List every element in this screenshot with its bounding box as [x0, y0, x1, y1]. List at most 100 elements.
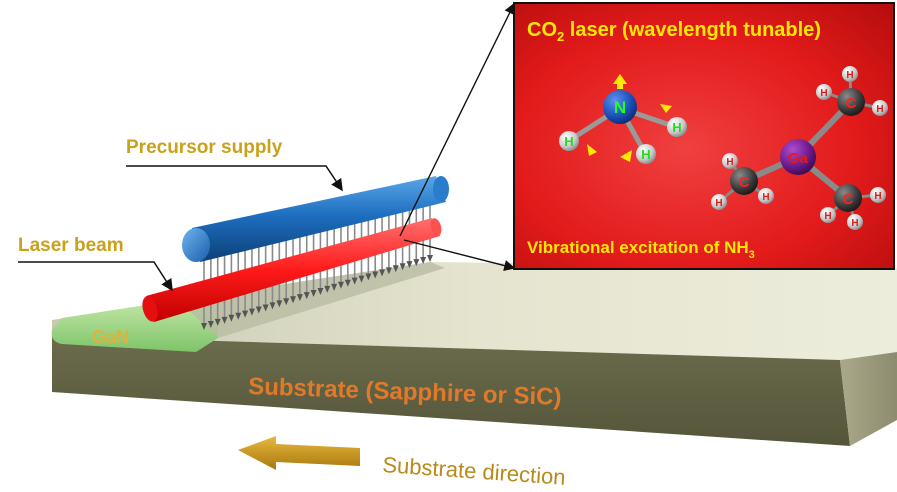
- flow-arrow-head: [331, 283, 338, 291]
- gallium-atom: [780, 139, 816, 175]
- hydrogen-atom: [758, 188, 774, 204]
- substrate-front: [52, 336, 850, 446]
- carbon-symbol: C: [843, 191, 854, 208]
- carbon-symbol: C: [739, 174, 750, 191]
- hydrogen-symbol: H: [715, 198, 722, 209]
- flow-arrow-head: [269, 302, 276, 310]
- flow-arrow-head: [385, 267, 392, 275]
- hydrogen-atom: [667, 117, 687, 137]
- hydrogen-symbol: H: [876, 104, 883, 115]
- hydrogen-symbol: H: [762, 192, 769, 203]
- hydrogen-atom: [872, 100, 888, 116]
- hydrogen-atom: [820, 207, 836, 223]
- flow-arrow-head: [358, 275, 365, 283]
- flow-arrow-head: [399, 263, 406, 271]
- laser-beam-label: Laser beam: [18, 235, 124, 256]
- hydrogen-symbol: H: [851, 218, 858, 229]
- hydrogen-atom: [847, 214, 863, 230]
- hydrogen-atom: [870, 187, 886, 203]
- flow-arrow-head: [392, 265, 399, 273]
- substrate-top: [52, 262, 897, 360]
- flow-arrow-head: [310, 290, 317, 298]
- substrate-side: [840, 352, 897, 446]
- pipe-end: [182, 228, 210, 262]
- hydrogen-atom: [711, 194, 727, 210]
- flow-arrow-head: [228, 314, 235, 322]
- flow-arrow-head: [283, 298, 290, 306]
- carbon-atom: [730, 167, 758, 195]
- carbon-symbol: C: [846, 95, 857, 112]
- flow-arrow-head: [317, 287, 324, 295]
- hydrogen-atom: [636, 144, 656, 164]
- laser-beam-rod: [146, 218, 440, 322]
- laser-leader: [18, 261, 173, 292]
- pipe-body: [192, 176, 446, 262]
- hydrogen-symbol: H: [641, 147, 650, 162]
- flow-arrow-head: [365, 273, 372, 281]
- flow-arrow-head: [255, 306, 262, 314]
- vibration-arrows: [587, 74, 672, 162]
- laser-beam-far-end: [430, 218, 442, 236]
- precursor-supply-label: Precursor supply: [126, 137, 283, 158]
- precursor-supply-pipe: [182, 176, 449, 262]
- laser-beam: [142, 218, 442, 322]
- hydrogen-symbol: H: [672, 120, 681, 135]
- inset-connector-top: [399, 2, 515, 237]
- inset-title: CO2 laser (wavelength tunable): [527, 19, 821, 44]
- direction-arrow-icon: [238, 436, 360, 470]
- leader-lines: [18, 2, 516, 292]
- trimethylgallium-molecule: Ga C C C H H H H H H H H H: [711, 66, 888, 230]
- hydrogen-symbol: H: [820, 88, 827, 99]
- flow-arrow-head: [276, 300, 283, 308]
- hydrogen-atom: [559, 131, 579, 151]
- carbon-atom: [834, 184, 862, 212]
- hydrogen-symbol: H: [726, 157, 733, 168]
- substrate-direction-label: Substrate direction: [382, 452, 567, 490]
- flow-arrow-head: [379, 269, 386, 277]
- flow-arrow-head: [290, 296, 297, 304]
- flow-arrow-head: [262, 304, 269, 312]
- gallium-symbol: Ga: [788, 150, 809, 167]
- flow-arrow-head: [207, 320, 214, 328]
- substrate: [52, 262, 897, 446]
- gan-label: GaN: [92, 327, 129, 347]
- carbon-atom: [837, 88, 865, 116]
- inset-caption: Vibrational excitation of NH3: [527, 238, 755, 261]
- flow-arrow-head: [324, 285, 331, 293]
- hydrogen-symbol: H: [846, 70, 853, 81]
- inset-connector-bottom: [403, 239, 516, 272]
- flow-arrow-head: [406, 261, 413, 269]
- flow-arrow-head: [420, 257, 427, 265]
- hydrogen-atom: [816, 84, 832, 100]
- flow-arrow-head: [221, 316, 228, 324]
- flow-arrow-head: [214, 318, 221, 326]
- flow-arrow-head: [201, 323, 207, 330]
- flow-arrow-head: [344, 279, 351, 287]
- flow-arrow-head: [351, 277, 358, 285]
- flow-arrow-head: [248, 308, 255, 316]
- gan-grown-surface: [178, 262, 445, 338]
- laser-beam-end: [142, 296, 158, 322]
- flow-arrow-head: [413, 259, 420, 267]
- nitrogen-symbol: N: [614, 98, 626, 117]
- flow-arrow-head: [242, 310, 249, 318]
- hydrogen-symbol: H: [564, 134, 573, 149]
- nitrogen-atom: [603, 90, 637, 124]
- pipe-far-end: [433, 176, 449, 202]
- flow-arrow-head: [303, 292, 310, 300]
- hydrogen-symbol: H: [874, 191, 881, 202]
- ammonia-molecule: N H H H: [559, 74, 687, 164]
- hydrogen-atom: [722, 153, 738, 169]
- hydrogen-atom: [842, 66, 858, 82]
- flow-arrow-head: [235, 312, 242, 320]
- flow-arrow-head: [372, 271, 379, 279]
- inset-panel: CO2 laser (wavelength tunable) Vibration…: [513, 2, 895, 270]
- substrate-direction-arrow: [238, 436, 360, 470]
- precursor-leader: [126, 165, 343, 192]
- flow-arrow-head: [296, 294, 303, 302]
- flow-arrow-head: [337, 281, 344, 289]
- flow-arrow-head: [427, 255, 433, 262]
- hydrogen-symbol: H: [824, 211, 831, 222]
